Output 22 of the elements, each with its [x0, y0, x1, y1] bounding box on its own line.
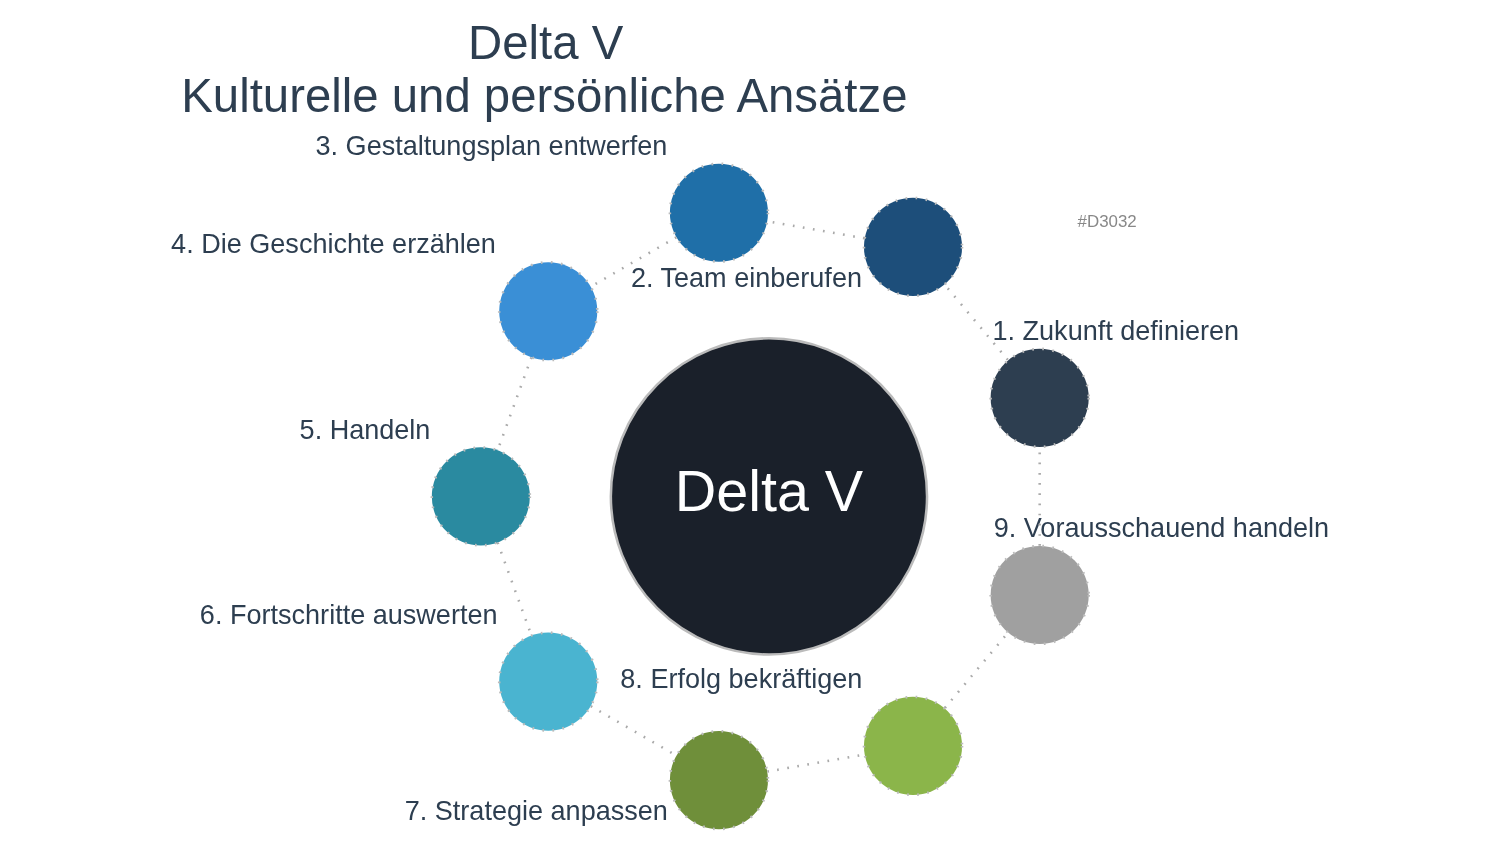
node-label: 2. Team einberufen — [630, 263, 862, 294]
node-label: 9. Vorausschauend handeln — [993, 513, 1330, 544]
node-label: 1. Zukunft definieren — [992, 316, 1240, 347]
node-circle — [862, 196, 964, 298]
caption: Kulturelle und persönliche Ansätze — [181, 68, 908, 122]
node-circle — [862, 695, 964, 797]
node-circle — [668, 729, 770, 831]
node-label: 5. Handeln — [299, 414, 431, 445]
node-circle — [989, 544, 1090, 646]
node-circle — [497, 260, 599, 362]
node-circle: Delta V — [609, 337, 929, 656]
label: #D3032 — [1077, 211, 1137, 231]
node-circle — [430, 446, 532, 547]
node-label: 4. Die Geschichte erzählen — [171, 229, 496, 260]
node-label: 7. Strategie anpassen — [404, 796, 668, 827]
node-label: 6. Fortschritte auswerten — [199, 599, 498, 630]
node-circle — [497, 631, 599, 732]
node-circle — [668, 162, 770, 263]
node-circle — [989, 347, 1090, 449]
node-label: 3. Gestaltungsplan entwerfen — [315, 130, 668, 161]
diagram-title: Delta V — [468, 16, 624, 70]
node-label: 8. Erfolg bekräftigen — [620, 664, 863, 695]
